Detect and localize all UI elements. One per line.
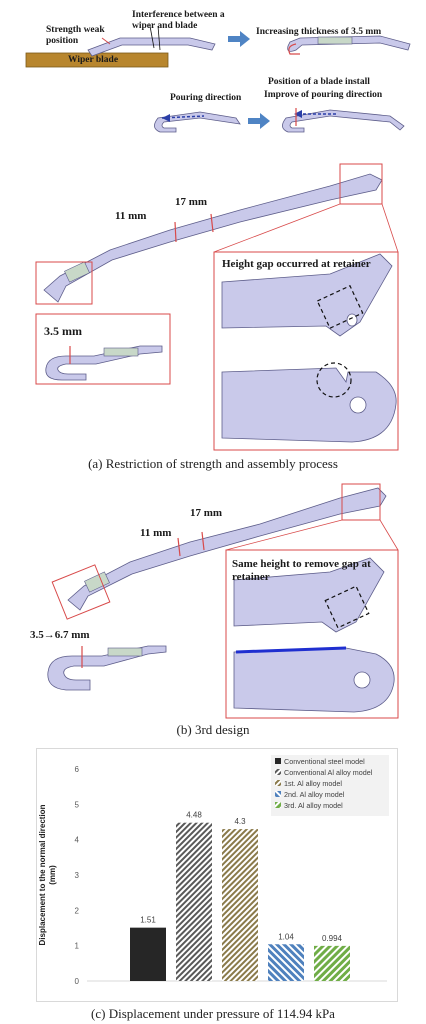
legend-swatch: [275, 802, 281, 808]
clip-detail-b: [47, 645, 167, 691]
y-tick-label: 2: [75, 906, 80, 915]
dim-11-a: 11 mm: [115, 210, 147, 222]
interference-label: Interference between a wiper and blade: [132, 10, 225, 31]
dim-17-a: 17 mm: [175, 196, 208, 208]
bar-value-label: 4.3: [234, 817, 246, 826]
legend-swatch: [275, 780, 281, 786]
legend-swatch: [275, 791, 281, 797]
improve-pouring-label: Improve of pouring direction: [264, 90, 383, 100]
bar-value-label: 1.51: [140, 916, 156, 925]
y-axis-label: Displacement to the normal direction(mm): [38, 804, 57, 945]
bar: [130, 927, 166, 981]
frame-clip-a: [35, 261, 93, 305]
caption-c: (c) Displacement under pressure of 114.9…: [91, 1006, 335, 1021]
arm-shape-4: [282, 109, 405, 133]
arrow-right-icon-2: [248, 113, 270, 129]
panel-b-drawing: [47, 483, 399, 719]
bar: [176, 822, 212, 981]
frame-clip-b: [51, 564, 111, 620]
y-tick-label: 1: [75, 942, 80, 951]
same-height-label: Same height to remove gap at retainer: [232, 558, 371, 583]
legend-swatch: [275, 769, 281, 775]
frame-retainer-detail-a: [213, 251, 399, 451]
caption-b: (b) 3rd design: [176, 722, 250, 737]
bar-value-label: 1.04: [278, 932, 294, 941]
increasing-thickness-label: Increasing thickness of 3.5 mm: [256, 27, 382, 37]
retainer-top-b: [233, 557, 385, 633]
y-tick-label: 5: [75, 800, 80, 809]
legend-entry: Conventional steel model: [284, 757, 365, 766]
arrow-right-icon: [228, 31, 250, 47]
legend-entry: 1st. Al alloy model: [284, 779, 342, 788]
y-tick-label: 6: [75, 765, 80, 774]
panel-a-drawing: [35, 163, 399, 451]
frame-retainer-detail-b: [225, 549, 399, 719]
legend-entry: Conventional Al alloy model: [284, 768, 373, 777]
legend-swatch: [275, 758, 281, 764]
legend-entry: 2nd. Al alloy model: [284, 790, 345, 799]
bar: [222, 829, 258, 981]
caption-a: (a) Restriction of strength and assembly…: [88, 456, 338, 471]
bar-value-label: 4.48: [186, 811, 202, 820]
bar-value-label: 0.994: [322, 934, 343, 943]
frame-clip-detail-a: [35, 313, 171, 385]
dim-17-b: 17 mm: [190, 507, 223, 519]
wiper-blade-label: Wiper blade: [68, 55, 119, 65]
y-tick-label: 4: [75, 836, 80, 845]
bar: [314, 945, 350, 981]
dim-change-b: 3.5→6.7 mm: [30, 629, 90, 641]
y-tick-label: 3: [75, 871, 80, 880]
y-tick-label: 0: [75, 977, 80, 986]
pouring-direction-label: Pouring direction: [170, 93, 242, 103]
strength-weak-label: Strength weak position: [46, 25, 105, 46]
legend-box: [271, 755, 389, 816]
schematic-drawing: [25, 25, 411, 133]
bar: [268, 944, 304, 981]
retainer-bottom-a: [221, 367, 397, 443]
legend-entry: 3rd. Al alloy model: [284, 801, 343, 810]
wiper-arm-b: [67, 487, 387, 611]
dim-35-a: 3.5 mm: [44, 324, 82, 338]
dim-11-b: 11 mm: [140, 527, 172, 539]
height-gap-label: Height gap occurred at retainer: [222, 258, 371, 270]
frame-retainer-b: [341, 483, 381, 521]
retainer-bottom-b: [233, 647, 395, 713]
arm-shape-3: [154, 111, 241, 133]
arm-shape-1: [87, 37, 216, 57]
frame-retainer-a: [339, 163, 383, 205]
position-install-label: Position of a blade install: [268, 77, 370, 87]
